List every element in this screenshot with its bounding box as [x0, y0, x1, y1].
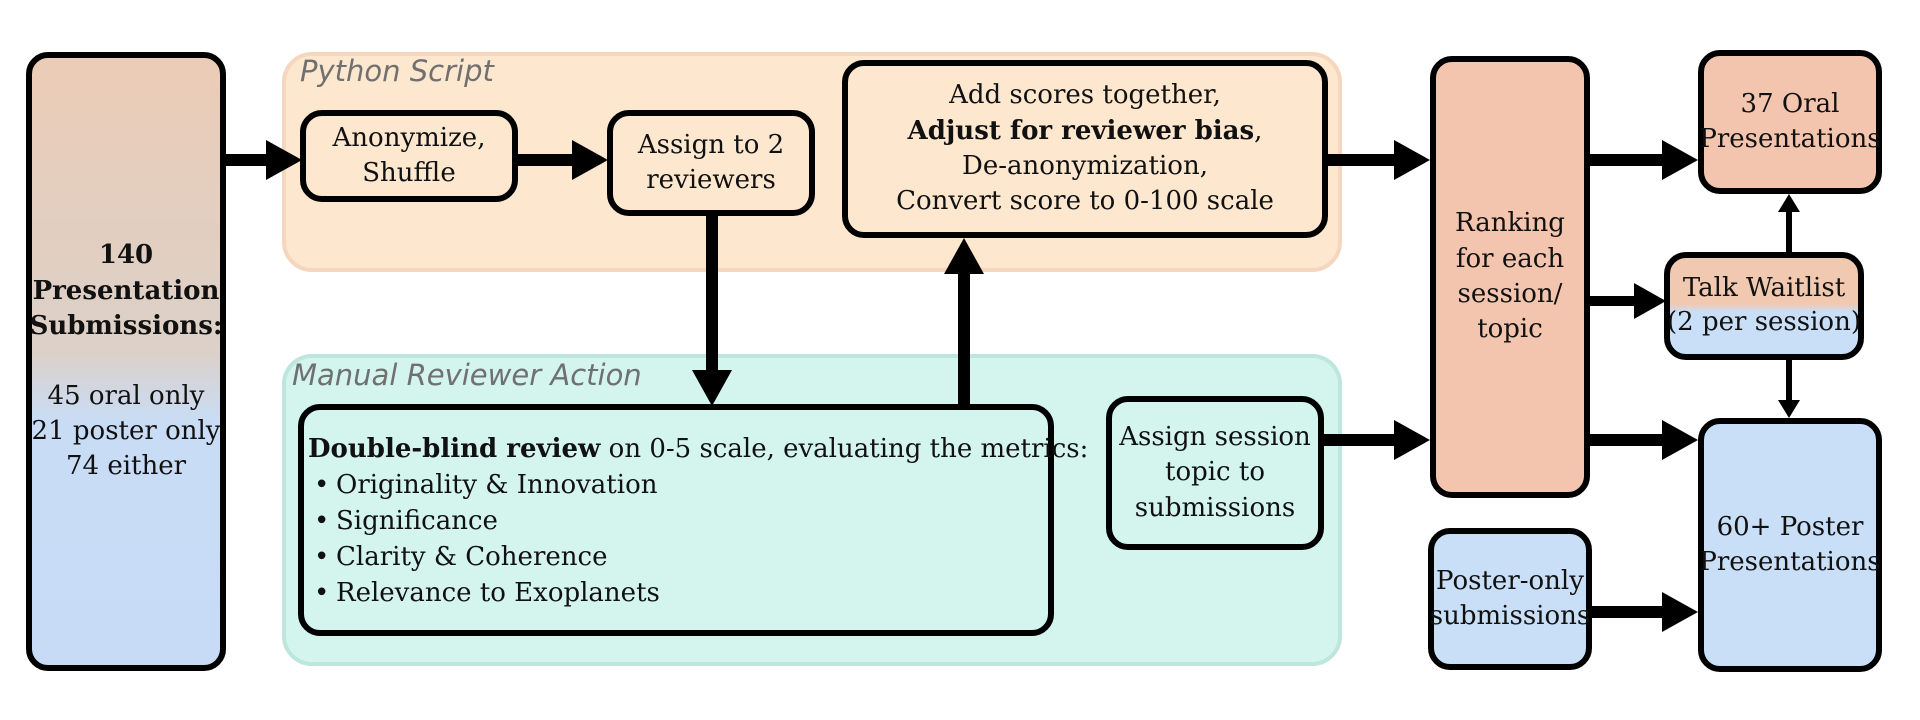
- arrow-assign-to-review: [706, 216, 718, 372]
- add-scores-box: Add scores together, Adjust for reviewer…: [842, 60, 1328, 238]
- arrowhead: [1662, 140, 1698, 180]
- anonymize-label: Anonymize,: [332, 122, 486, 153]
- arrow-submissions-to-anonymize: [226, 154, 268, 166]
- metric-item: Originality & Innovation: [308, 468, 660, 504]
- submissions-count: 140: [98, 240, 154, 271]
- metrics-list: Originality & Innovation Significance Cl…: [308, 468, 660, 612]
- assign-reviewers-box: Assign to 2 reviewers: [607, 110, 815, 216]
- ranking-label: Ranking: [1455, 208, 1565, 239]
- ranking-label: for each: [1455, 243, 1565, 274]
- arrowhead: [1662, 592, 1698, 632]
- assign-session-label: submissions: [1134, 492, 1296, 523]
- poster-only-label: submissions: [1429, 601, 1591, 631]
- arrow-session-to-ranking: [1324, 434, 1396, 446]
- assign-session-box: Assign session topic to submissions: [1106, 396, 1324, 550]
- ranking-label: topic: [1477, 314, 1543, 345]
- oral-presentations-box: 37 Oral Presentations: [1698, 50, 1882, 194]
- review-description: on 0-5 scale, evaluating the metrics:: [600, 434, 1089, 464]
- submissions-label: Presentation: [32, 275, 220, 306]
- arrow-scores-to-ranking: [1328, 154, 1396, 166]
- waitlist-label: Talk Waitlist: [1682, 273, 1846, 304]
- oral-count-label: 37 Oral: [1740, 88, 1840, 119]
- arrow-review-to-scores: [958, 272, 970, 404]
- arrowhead: [944, 238, 984, 274]
- poster-presentations-label: Presentations: [1699, 547, 1881, 577]
- arrow-waitlist-to-poster: [1786, 360, 1792, 400]
- arrowhead: [266, 140, 302, 180]
- manual-reviewer-title: Manual Reviewer Action: [292, 358, 642, 392]
- breakdown-poster: 21 poster only: [31, 415, 221, 446]
- arrow-ranking-to-poster: [1590, 434, 1664, 446]
- poster-count-label: 60+ Poster: [1716, 511, 1864, 542]
- arrowhead: [692, 370, 732, 406]
- ranking-box: Ranking for each session/ topic: [1430, 56, 1590, 498]
- anonymize-box: Anonymize, Shuffle: [300, 110, 518, 202]
- assign-reviewers-label: reviewers: [646, 165, 776, 195]
- metric-item: Significance: [308, 504, 660, 540]
- arrow-posteronly-to-poster: [1592, 606, 1664, 618]
- add-scores-line: Add scores together,: [949, 80, 1221, 111]
- convert-score-label: Convert score to 0-100 scale: [896, 186, 1274, 217]
- comma: ,: [1254, 115, 1263, 146]
- arrowhead: [1394, 420, 1430, 460]
- assign-session-label: Assign session: [1119, 421, 1311, 452]
- arrow-ranking-to-oral: [1590, 154, 1664, 166]
- breakdown-either: 74 either: [65, 451, 187, 482]
- arrowhead: [1778, 194, 1800, 212]
- submissions-label: Submissions:: [29, 311, 223, 342]
- talk-waitlist-box: Talk Waitlist (2 per session): [1664, 252, 1864, 360]
- assign-session-label: topic to: [1165, 457, 1265, 488]
- arrow-waitlist-to-oral: [1786, 212, 1792, 252]
- python-script-title: Python Script: [300, 54, 494, 88]
- oral-presentations-label: Presentations: [1699, 124, 1881, 154]
- review-title: Double-blind review: [308, 434, 601, 464]
- deanonymization-label: De-anonymization,: [962, 151, 1208, 181]
- ranking-label: session/: [1457, 279, 1563, 309]
- poster-only-box: Poster-only submissions: [1428, 528, 1592, 670]
- poster-only-label: Poster-only: [1436, 565, 1584, 596]
- assign-reviewers-label: Assign to 2: [637, 129, 785, 160]
- arrowhead: [1634, 283, 1666, 319]
- arrow-anonymize-to-assign: [518, 154, 574, 166]
- poster-presentations-box: 60+ Poster Presentations: [1698, 418, 1882, 672]
- arrowhead: [1778, 400, 1800, 418]
- submissions-box: 140 Presentation Submissions: 45 oral on…: [26, 52, 226, 671]
- metric-item: Relevance to Exoplanets: [308, 576, 660, 612]
- adjust-bias-label: Adjust for reviewer bias: [907, 115, 1255, 146]
- arrowhead: [1394, 140, 1430, 180]
- waitlist-detail: (2 per session): [1667, 307, 1861, 337]
- arrowhead: [572, 140, 608, 180]
- double-blind-review-box: Double-blind review on 0-5 scale, evalua…: [298, 404, 1088, 636]
- breakdown-oral: 45 oral only: [47, 380, 205, 411]
- shuffle-label: Shuffle: [362, 158, 456, 188]
- metric-item: Clarity & Coherence: [308, 540, 660, 576]
- arrow-ranking-to-waitlist: [1590, 296, 1636, 306]
- arrowhead: [1662, 420, 1698, 460]
